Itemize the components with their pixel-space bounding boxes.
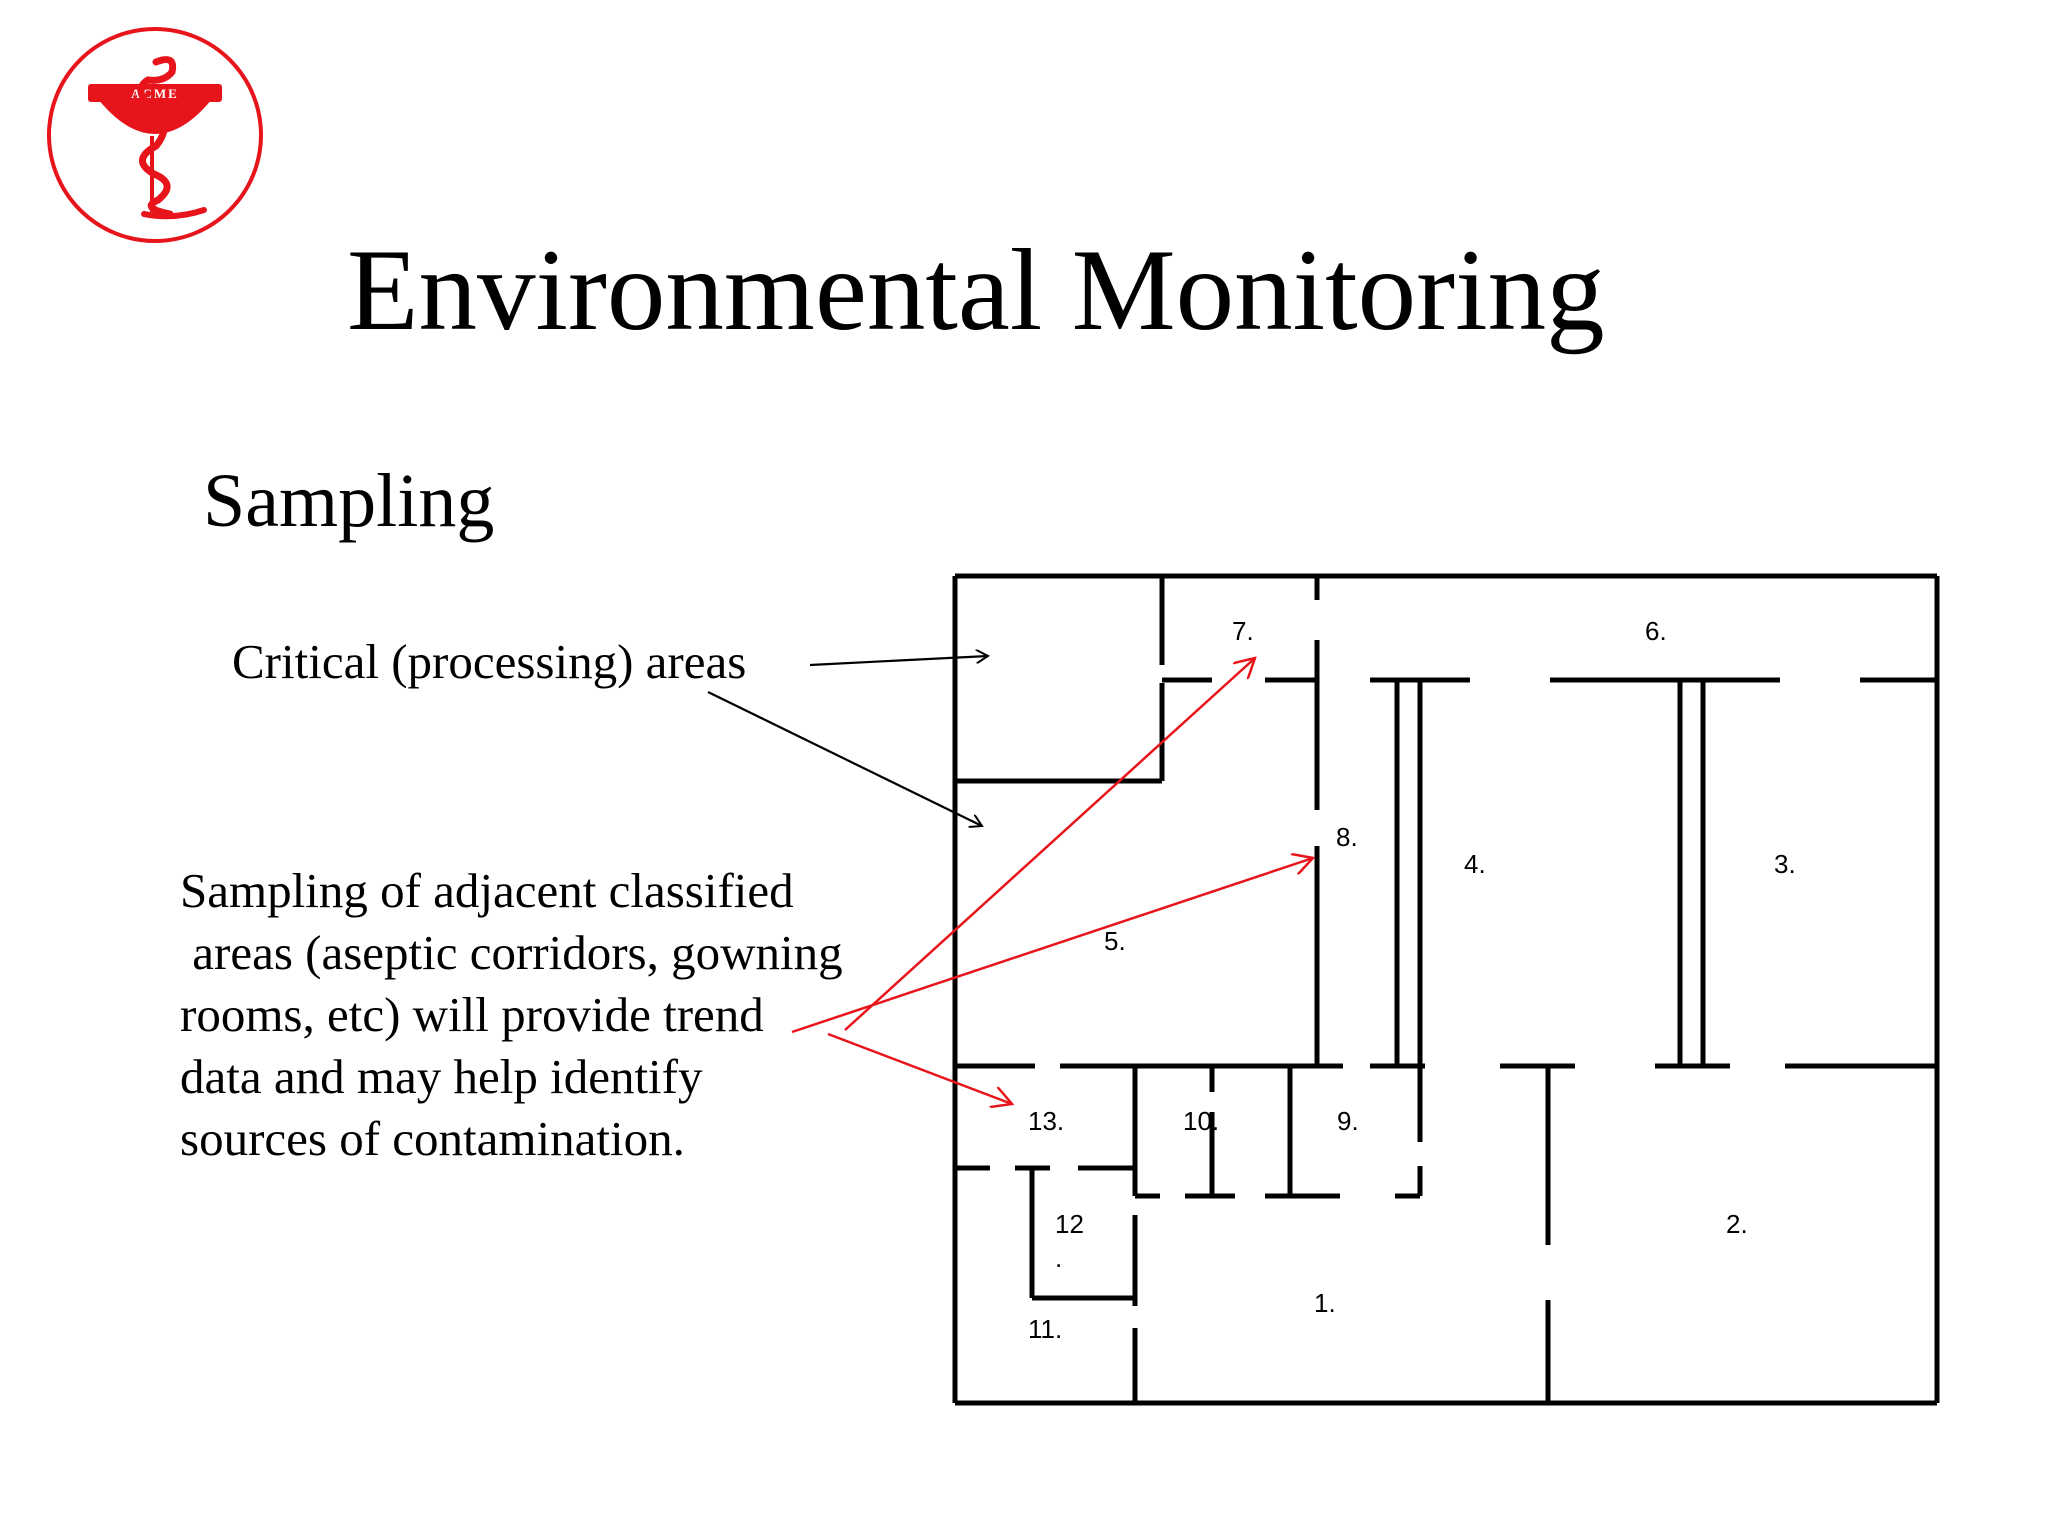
adjacent-arrows [791, 658, 1313, 1104]
adjacent-text-line: Sampling of adjacent classified [180, 863, 794, 918]
red-arrow-room-7 [844, 658, 1255, 1031]
room-label-2: 2. [1726, 1209, 1748, 1239]
critical-areas-label: Critical (processing) areas [232, 634, 747, 689]
floor-plan-walls [952, 573, 1940, 1406]
adjacent-text-line: areas (aseptic corridors, gowning [180, 925, 843, 980]
room-label-5: 5. [1104, 926, 1126, 956]
critical-arrows [707, 656, 988, 826]
room-label-4: 4. [1464, 849, 1486, 879]
slide-title: Environmental Monitoring [347, 226, 1605, 355]
red-arrow-room-8 [791, 858, 1313, 1034]
room-label-6: 6. [1645, 616, 1667, 646]
room-label-9: 9. [1337, 1106, 1359, 1136]
room-label-7: 7. [1232, 616, 1254, 646]
critical-arrow-lower [707, 691, 982, 826]
room-label-12: 12 [1055, 1209, 1084, 1239]
room-label-3: 3. [1774, 849, 1796, 879]
acme-logo-icon: ACME [47, 27, 263, 243]
room-label-10: 10. [1183, 1106, 1219, 1136]
red-arrow-room-13 [827, 1032, 1012, 1104]
adjacent-text-line: data and may help identify [180, 1049, 703, 1104]
adjacent-text-line: rooms, etc) will provide trend [180, 987, 764, 1042]
room-label-13: 13. [1028, 1106, 1064, 1136]
room-label-1: 1. [1314, 1288, 1336, 1318]
adjacent-areas-text: Sampling of adjacent classified areas (a… [180, 860, 843, 1170]
room-label-12-dot: . [1055, 1243, 1062, 1273]
slide-subtitle: Sampling [203, 459, 495, 543]
room-label-8: 8. [1336, 822, 1358, 852]
adjacent-text-line: sources of contamination. [180, 1111, 685, 1166]
critical-arrow-top [809, 656, 988, 667]
room-label-11: 11. [1028, 1314, 1062, 1344]
room-labels: 7. 6. 8. 4. 3. 5. 13. 10. 9. 12 . 2. 1. … [1028, 616, 1796, 1344]
